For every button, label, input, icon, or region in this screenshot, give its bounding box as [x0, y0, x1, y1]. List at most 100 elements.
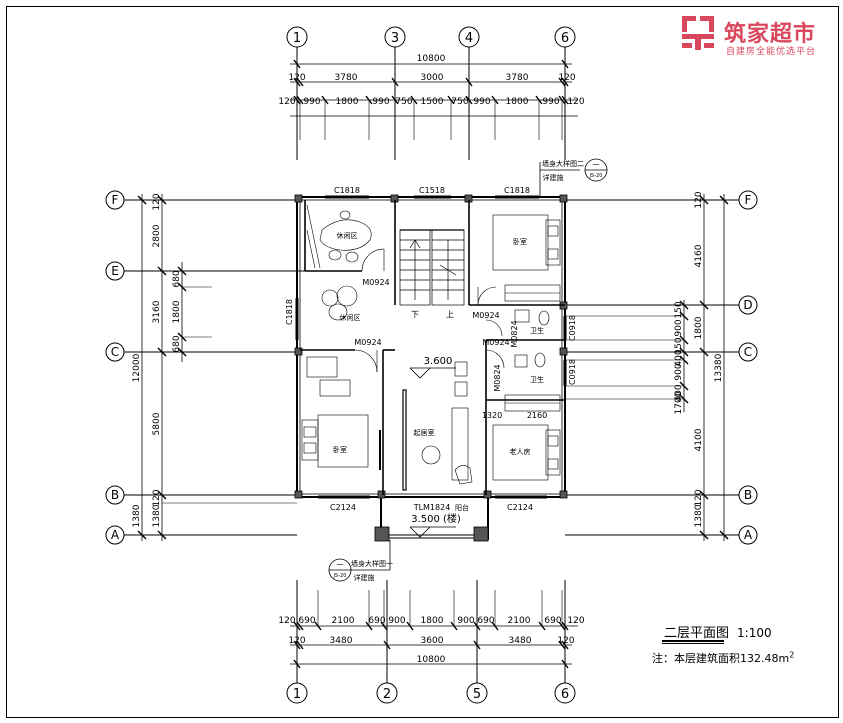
staircase	[399, 229, 465, 306]
callout-bottom	[328, 540, 391, 582]
elevation-label-3600: 3.600	[424, 356, 453, 367]
room-label-balcony: 阳台	[455, 503, 469, 512]
dim-label-1320: 1320	[482, 411, 502, 420]
dim-bot-r1-5: 1800	[421, 616, 444, 626]
room-label-wc2: 卫生	[530, 375, 544, 384]
area-unit-sup: 2	[789, 650, 795, 660]
dim-bot-r1-2: 2100	[332, 616, 355, 626]
callout-top-num: 一	[593, 161, 600, 169]
right-dimension-lines	[565, 194, 729, 541]
dim-left-r3-1: 1800	[172, 300, 182, 323]
dim-top-r2-0: 120	[288, 73, 305, 83]
door-label-m0824-b: M0824	[493, 364, 502, 391]
area-note-prefix: 注：本层建筑面积	[652, 652, 740, 665]
callout-bottom-num: 一	[337, 561, 344, 569]
door-label-m0924-b: M0924	[354, 338, 381, 347]
dim-top-r3-2: 1800	[336, 97, 359, 107]
bottom-axis-bubbles	[286, 580, 576, 704]
window-label-c2124-b: C2124	[507, 503, 533, 512]
area-value: 132.48m	[740, 652, 790, 665]
room-label-bedroom-ne: 卧室	[513, 237, 527, 246]
axis-label-top-4: 4	[465, 31, 473, 46]
left-axis-bubbles	[105, 190, 305, 545]
dim-top-r3-0: 120	[278, 97, 295, 107]
door-label-m0924-c: M0924	[472, 311, 499, 320]
callout-bottom-text: 墙身大样图一	[351, 559, 393, 568]
axis-label-right-f: F	[745, 193, 752, 207]
top-dimension-lines	[290, 59, 578, 140]
windows	[295, 195, 567, 499]
dim-right-r2-1: 4160	[694, 244, 704, 267]
dim-left-r2-0: 120	[152, 193, 162, 210]
room-label-wc1: 卫生	[530, 326, 544, 335]
brand-name: 筑家超市	[724, 22, 817, 47]
window-label-c0918-b: C0918	[568, 359, 577, 385]
right-axis-bubbles	[565, 190, 758, 545]
room-label-leisure-top: 休闲区	[337, 231, 358, 240]
dim-left-r3-2: 680	[172, 335, 182, 352]
dim-top-r3-1: 990	[303, 97, 320, 107]
axis-label-top-6: 6	[561, 31, 569, 46]
dim-bot-r1-6: 900	[457, 616, 474, 626]
dim-top-r3-3: 990	[372, 97, 389, 107]
bedroom-nw-furniture	[301, 356, 381, 470]
dim-right-r3-5: 400	[674, 384, 684, 401]
brand-logo: 筑家超市 自建房全能优选平台	[680, 14, 840, 60]
door-label-tlm1824: TLM1824	[413, 503, 451, 512]
dim-right-total: 13380	[714, 353, 724, 382]
title-underline-thin	[662, 643, 724, 644]
window-label-c1818-a: C1818	[334, 186, 360, 195]
dim-bot-r2-3: 3480	[509, 636, 532, 646]
axis-label-top-3: 3	[391, 31, 399, 46]
dim-left-r2-4: 1380	[152, 504, 162, 527]
callout-bottom-sub: 详建施	[354, 573, 375, 582]
area-note: 注：本层建筑面积132.48m2	[652, 650, 794, 666]
leisure-area-furniture	[306, 204, 372, 321]
dim-top-r3-5: 1500	[421, 97, 444, 107]
stair-up-label: 上	[446, 310, 454, 319]
door-label-m0924-d: M0924	[482, 338, 509, 347]
axis-label-right-d: D	[743, 298, 752, 312]
dim-top-r3-6: 750	[451, 97, 468, 107]
axis-label-right-a: A	[744, 528, 753, 542]
dim-right-r3-4: 900	[674, 363, 684, 380]
dim-bot-r1-3: 690	[368, 616, 385, 626]
dim-label-2160: 2160	[527, 411, 547, 420]
dim-top-r2-4: 120	[558, 73, 575, 83]
dim-right-r2-2: 1800	[694, 316, 704, 339]
axis-label-right-b: B	[744, 488, 752, 502]
drawing-title-text: 二层平面图	[664, 626, 730, 641]
dim-top-r2-3: 3780	[506, 73, 529, 83]
stair-down-label: 下	[411, 310, 419, 319]
dim-right-r3-3: 400	[674, 349, 684, 366]
dim-right-r3-0: 150	[674, 301, 684, 318]
dim-right-r2-4: 1380	[694, 504, 704, 527]
dim-bot-r2-1: 3480	[330, 636, 353, 646]
dim-top-r3-10: 120	[567, 97, 584, 107]
dim-left-outer: 1380	[132, 504, 142, 527]
living-room-furniture	[402, 361, 473, 491]
room-label-bedroom-sw: 卧室	[333, 445, 347, 454]
axis-label-left-f: F	[112, 193, 119, 207]
bathroom-fixtures	[514, 309, 550, 368]
drawing-border	[6, 6, 839, 718]
dim-right-r3-1: 900	[674, 319, 684, 336]
axis-label-left-e: E	[111, 264, 119, 278]
dim-bot-r1-10: 120	[567, 616, 584, 626]
dim-bot-total: 10800	[417, 655, 446, 665]
callout-bottom-ref: JS-20	[333, 573, 347, 579]
dim-top-r3-4: 750	[395, 97, 412, 107]
dim-top-r2-2: 3000	[421, 73, 444, 83]
dim-top-r3-7: 990	[473, 97, 490, 107]
brand-mark-icon	[682, 16, 714, 50]
window-label-c1818-b: C1818	[504, 186, 530, 195]
callout-top-ref: JS-20	[589, 173, 603, 179]
dim-left-r2-3: 5800	[152, 412, 162, 435]
brand-slogan: 自建房全能优选平台	[726, 47, 817, 57]
room-label-elder: 老人房	[510, 447, 531, 456]
axis-label-left-a: A	[111, 528, 120, 542]
top-axis-bubbles	[286, 26, 576, 160]
